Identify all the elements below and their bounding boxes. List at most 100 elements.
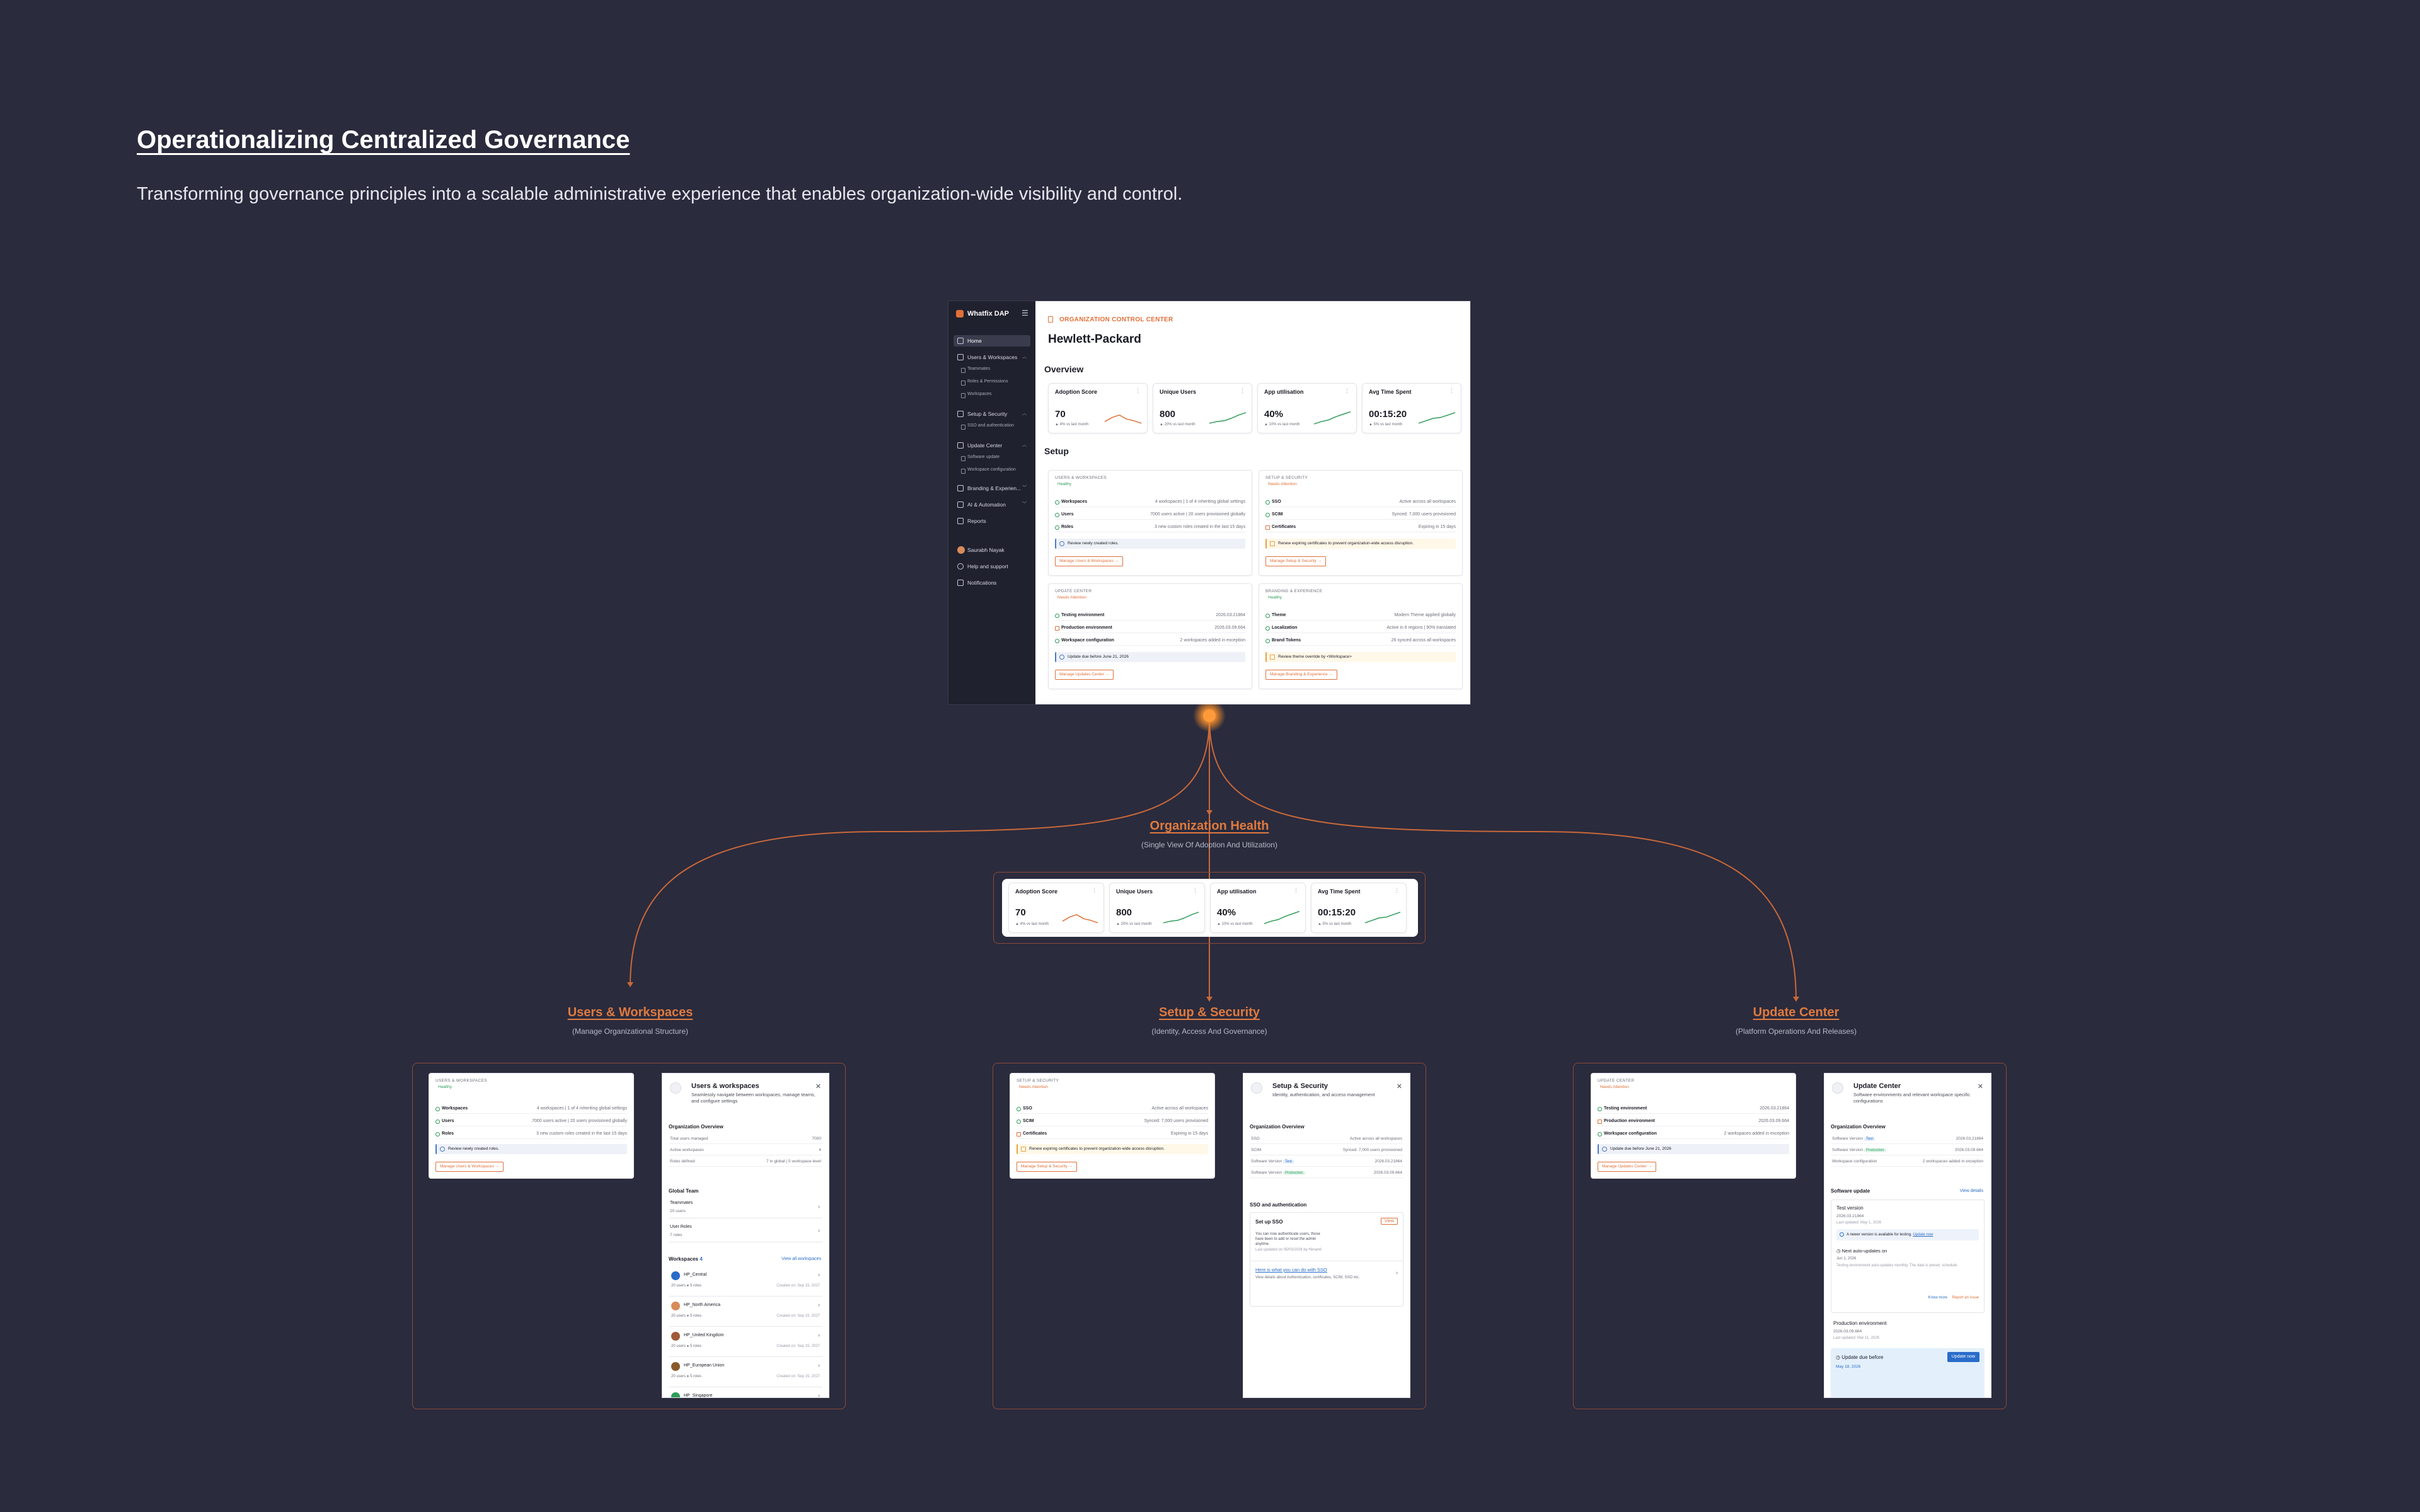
card-heading: USERS & WORKSPACES: [435, 1079, 487, 1083]
warning-note: Renew expiring certificates to prevent o…: [1265, 539, 1456, 549]
connector-to-users: [630, 717, 1209, 986]
manage-security-button[interactable]: Manage Setup & Security →: [1265, 556, 1326, 566]
metric-delta: ▲ 20% vs last month: [1160, 423, 1196, 427]
metric-card: App utilisation⋮40%▲ 10% vs last month: [1257, 383, 1357, 433]
metric-card: Adoption Score⋮70▲ 4% vs last month: [1008, 883, 1104, 933]
metric-title: Unique Users: [1160, 389, 1196, 395]
panel-title: Users & workspaces: [691, 1082, 759, 1090]
metric-title: App utilisation: [1264, 389, 1304, 395]
sidebar-sub-sso[interactable]: SSO and authentication: [967, 423, 1014, 428]
sidebar-item-notifications[interactable]: Notifications: [954, 577, 1030, 588]
more-options-icon[interactable]: ⋮: [1192, 887, 1198, 894]
manage-security-button[interactable]: Manage Setup & Security →: [1017, 1162, 1077, 1172]
more-options-icon[interactable]: ⋮: [1344, 387, 1350, 394]
status-badge: Healthy: [1057, 482, 1071, 486]
sidebar-item-ai-automation[interactable]: AI & Automation﹀: [954, 499, 1030, 510]
sso-learn-link[interactable]: Here is what you can do with SSO: [1255, 1267, 1327, 1273]
sparkline: [1062, 908, 1098, 927]
sidebar-sub-workspaces[interactable]: Workspaces: [967, 392, 991, 396]
view-details-link[interactable]: View details: [1960, 1189, 1983, 1193]
sso-view-button[interactable]: View: [1381, 1218, 1398, 1225]
close-icon[interactable]: ✕: [815, 1082, 821, 1091]
section-title-users: Users & Workspaces: [568, 1005, 693, 1020]
sparkline: [1418, 409, 1456, 428]
users-icon: [670, 1082, 681, 1094]
sidebar-sub-teammates[interactable]: Teammates: [967, 367, 990, 371]
hamburger-menu-icon[interactable]: ☰: [1022, 309, 1028, 318]
check-icon: [435, 1107, 440, 1111]
workspace-meta: 20 users ● 5 roles: [671, 1314, 701, 1318]
panel-title: Setup & Security: [1272, 1082, 1328, 1090]
metric-card: Adoption Score⋮70▲ 4% vs last month: [1048, 383, 1148, 433]
main-dashboard-screenshot: Whatfix DAP ☰ Home Users & Workspaces︿ T…: [948, 301, 1470, 704]
report-issue-link[interactable]: Report an Issue: [1952, 1296, 1979, 1300]
chevron-right-icon: ›: [1396, 1269, 1398, 1276]
update-now-button[interactable]: Update now: [1947, 1352, 1979, 1362]
org-name: Hewlett-Packard: [1048, 333, 1141, 346]
close-icon[interactable]: ✕: [1397, 1082, 1402, 1091]
metric-delta: ▲ 4% vs last month: [1055, 423, 1088, 427]
chevron-up-icon: ︿: [1022, 408, 1027, 420]
status-badge: Needs Attention: [1057, 595, 1086, 600]
metric-value: 00:15:20: [1369, 409, 1407, 420]
warning-note: Renew expiring certificates to prevent o…: [1017, 1144, 1208, 1154]
update-due-date: May 18, 2026: [1836, 1365, 1860, 1369]
table-row: Roles3 new custom roles created in the l…: [435, 1130, 627, 1139]
more-options-icon[interactable]: ⋮: [1092, 887, 1097, 894]
manage-users-button[interactable]: Manage Users & Workspaces →: [435, 1162, 504, 1172]
sidebar-item-reports[interactable]: Reports: [954, 515, 1030, 527]
more-options-icon[interactable]: ⋮: [1240, 387, 1245, 394]
section-title-update: Update Center: [1753, 1005, 1840, 1020]
table-row: Workspaces4 workspaces | 1 of 4 inheriti…: [435, 1105, 627, 1114]
manage-branding-button[interactable]: Manage Branding & Experience →: [1265, 670, 1337, 680]
sparkline-path: [1163, 912, 1199, 923]
more-options-icon[interactable]: ⋮: [1293, 887, 1299, 894]
sidebar-item-branding[interactable]: Branding & Experien...﹀: [954, 483, 1030, 494]
more-options-icon[interactable]: ⋮: [1449, 387, 1455, 394]
sidebar-sub-roles[interactable]: Roles & Permissions: [967, 379, 1008, 384]
users-card-zoom: USERS & WORKSPACES Healthy Workspaces4 w…: [429, 1073, 634, 1179]
clock-icon: ◷: [1836, 1354, 1841, 1360]
close-icon[interactable]: ✕: [1978, 1082, 1983, 1091]
check-icon: [1265, 500, 1270, 505]
manage-updates-button[interactable]: Manage Updates Center →: [1598, 1162, 1656, 1172]
sidebar-item-update-center[interactable]: Update Center︿: [954, 440, 1030, 451]
metric-value: 00:15:20: [1318, 907, 1356, 918]
manage-users-button[interactable]: Manage Users & Workspaces →: [1055, 556, 1123, 566]
workspace-list-item[interactable]: HP_Singapore›: [669, 1387, 822, 1398]
table-row: Active workspaces4: [669, 1145, 822, 1155]
warning-icon: [1270, 541, 1275, 546]
update-now-link[interactable]: Update now: [1913, 1233, 1933, 1237]
sidebar-sub-software-update[interactable]: Software update: [967, 455, 1000, 459]
sidebar-sub-workspace-config[interactable]: Workspace configuration: [967, 467, 1016, 472]
info-note: Update due before June 21, 2026: [1055, 652, 1245, 662]
sidebar-user-profile[interactable]: Saurabh Nayak: [954, 544, 1030, 556]
sso-heading: SSO and authentication: [1250, 1202, 1306, 1208]
metric-value: 70: [1055, 409, 1066, 420]
know-more-link[interactable]: Know more: [1928, 1296, 1947, 1300]
sidebar-item-help[interactable]: Help and support: [954, 561, 1030, 572]
sparkline-path: [1105, 415, 1141, 423]
sidebar-item-users-workspaces[interactable]: Users & Workspaces︿: [954, 352, 1030, 363]
chevron-right-icon: ›: [818, 1271, 820, 1278]
chart-icon: [957, 518, 964, 524]
more-options-icon[interactable]: ⋮: [1135, 387, 1141, 394]
update-card-zoom: UPDATE CENTER Needs Attention Testing en…: [1591, 1073, 1796, 1179]
sidebar-item-home[interactable]: Home: [954, 335, 1030, 346]
chevron-right-icon: ›: [818, 1392, 820, 1398]
sidebar-item-setup-security[interactable]: Setup & Security︿: [954, 408, 1030, 420]
metric-delta: ▲ 10% vs last month: [1264, 423, 1300, 427]
more-options-icon[interactable]: ⋮: [1394, 887, 1400, 894]
manage-updates-button[interactable]: Manage Updates Center →: [1055, 670, 1114, 680]
view-all-workspaces-link[interactable]: View all workspaces: [781, 1257, 821, 1261]
